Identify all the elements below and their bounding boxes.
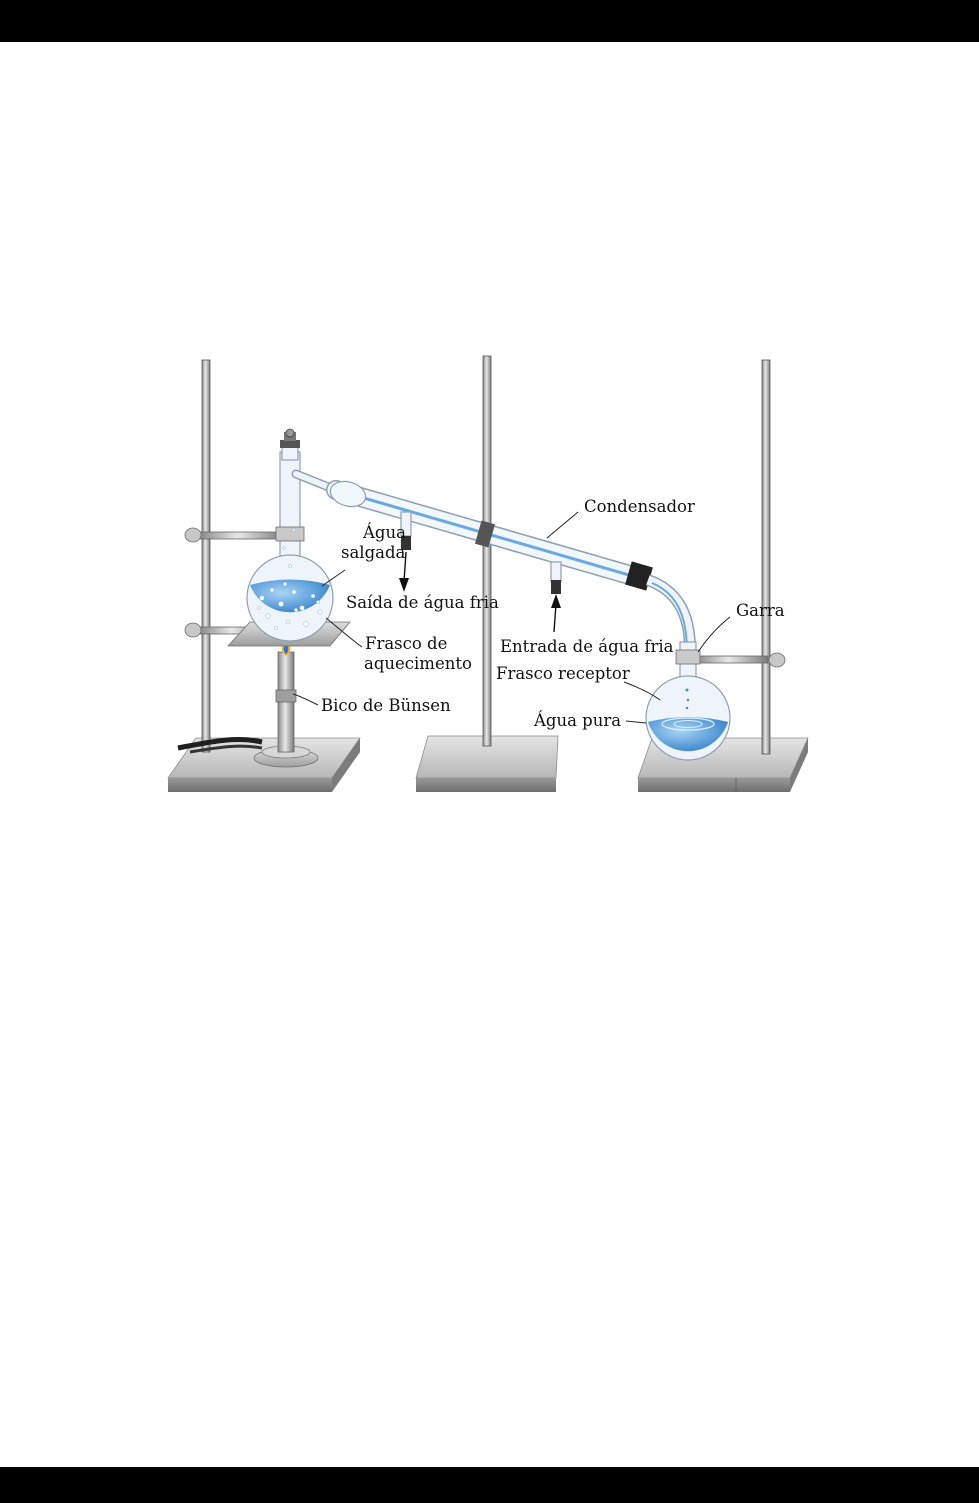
label-water-out: Saída de água fria bbox=[346, 593, 499, 612]
condenser-leader bbox=[547, 512, 578, 538]
middle-stand-base-front bbox=[416, 778, 556, 792]
lower-clamp-knob bbox=[185, 623, 201, 637]
top-frame-bar bbox=[0, 0, 979, 42]
distillation-head bbox=[282, 446, 298, 460]
right-stand-rod bbox=[762, 360, 770, 754]
clamp-leader bbox=[698, 617, 730, 652]
receiver-clamp-bar bbox=[696, 656, 768, 663]
flask-neck bbox=[280, 452, 300, 562]
water-inlet-port bbox=[551, 562, 561, 582]
upper-clamp-knob bbox=[185, 528, 201, 542]
receiver-clamp bbox=[676, 650, 700, 664]
label-pure-water: Água pura bbox=[533, 710, 621, 730]
left-stand-rod bbox=[202, 360, 210, 752]
label-bunsen: Bico de Bünsen bbox=[321, 696, 451, 715]
receiver-clamp-knob bbox=[769, 653, 785, 667]
upper-clamp-bar bbox=[200, 532, 284, 539]
stopper-knob bbox=[286, 429, 294, 437]
stopper bbox=[280, 440, 300, 448]
label-salt-water-line2: salgada bbox=[341, 543, 406, 562]
water-in-arrow bbox=[551, 594, 561, 632]
label-heating-flask: Frasco de aquecimento bbox=[364, 634, 472, 673]
label-heating-flask-line1: Frasco de bbox=[365, 634, 447, 653]
neck-clamp-collar bbox=[276, 527, 304, 541]
left-stand-base-front bbox=[168, 778, 332, 792]
bunsen-leader bbox=[293, 694, 318, 705]
label-clamp: Garra bbox=[736, 601, 785, 620]
label-salt-water-line1: Água bbox=[362, 522, 406, 542]
pure-water-leader bbox=[626, 721, 646, 723]
bottom-frame-bar bbox=[0, 1467, 979, 1503]
label-receiver: Frasco receptor bbox=[496, 664, 630, 683]
label-condenser: Condensador bbox=[584, 497, 695, 516]
middle-stand-rod bbox=[483, 356, 491, 746]
label-water-in: Entrada de água fria bbox=[500, 637, 674, 656]
label-heating-flask-line2: aquecimento bbox=[364, 654, 472, 673]
label-salt-water: Água salgada bbox=[341, 522, 411, 562]
right-stand-base-front bbox=[638, 778, 790, 792]
